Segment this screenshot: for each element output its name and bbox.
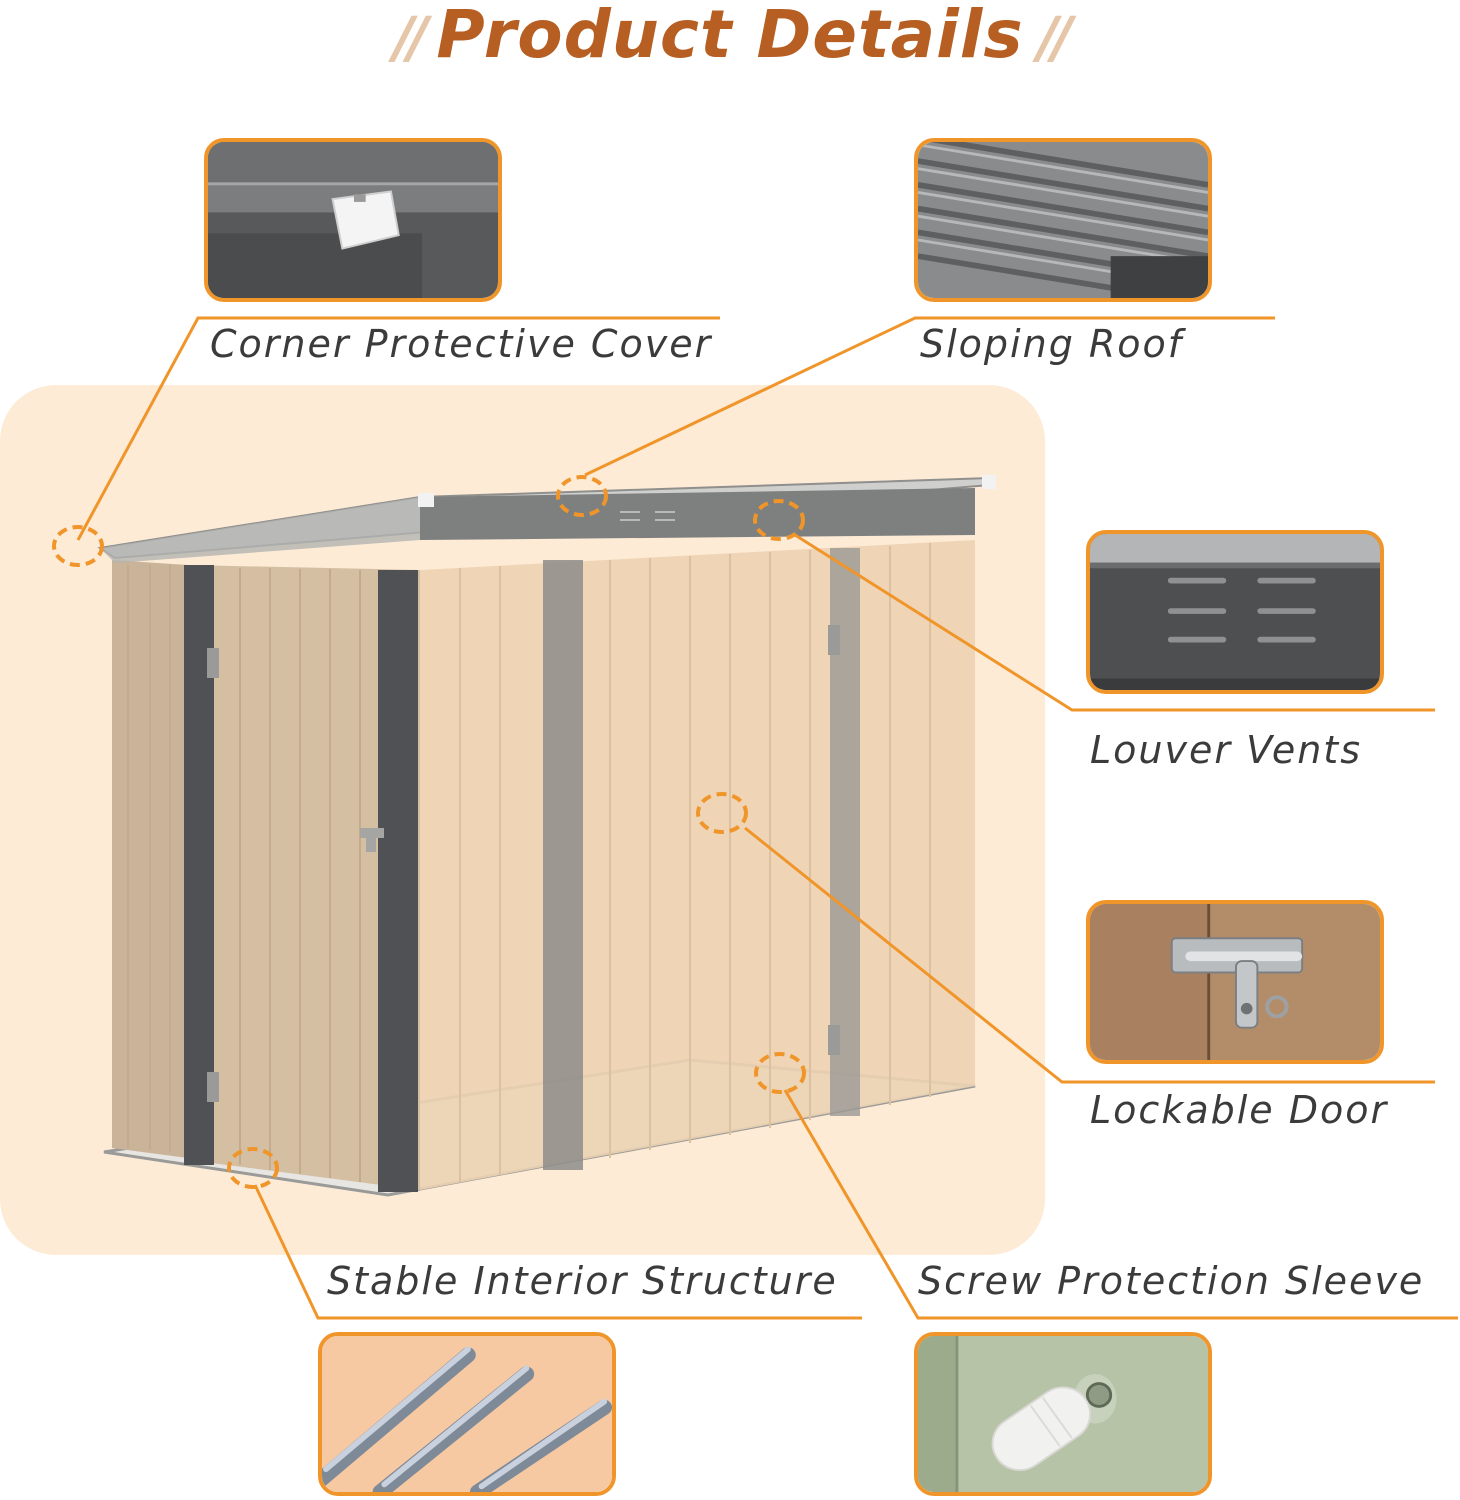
label-corner-protective-cover: Corner Protective Cover bbox=[210, 322, 713, 366]
leader-door bbox=[744, 826, 1435, 1084]
thumb-lockable-door bbox=[1086, 900, 1384, 1064]
title-text: Product Details bbox=[436, 0, 1024, 73]
leader-interior bbox=[253, 1184, 862, 1320]
label-lockable-door: Lockable Door bbox=[1090, 1088, 1389, 1132]
label-sloping-roof: Sloping Roof bbox=[920, 322, 1184, 366]
leader-roof bbox=[584, 316, 1275, 477]
thumb-corner-cover bbox=[204, 138, 502, 302]
leader-sleeve bbox=[783, 1089, 1458, 1320]
marker-vents bbox=[753, 499, 805, 541]
thumb-screw-sleeve bbox=[914, 1332, 1212, 1496]
page-title: //Product Details// bbox=[0, 0, 1460, 73]
marker-corner bbox=[52, 525, 104, 567]
leader-corner bbox=[76, 316, 720, 541]
leader-vents bbox=[794, 533, 1435, 712]
thumb-interior-structure bbox=[318, 1332, 616, 1496]
marker-interior bbox=[227, 1147, 279, 1189]
marker-sleeve bbox=[754, 1052, 806, 1094]
marker-roof bbox=[556, 475, 608, 517]
label-louver-vents: Louver Vents bbox=[1090, 728, 1363, 772]
thumb-louver-vents bbox=[1086, 530, 1384, 694]
label-stable-interior-structure: Stable Interior Structure bbox=[327, 1259, 838, 1303]
marker-door bbox=[696, 792, 748, 834]
label-screw-protection-sleeve: Screw Protection Sleeve bbox=[918, 1259, 1425, 1303]
thumb-sloping-roof bbox=[914, 138, 1212, 302]
